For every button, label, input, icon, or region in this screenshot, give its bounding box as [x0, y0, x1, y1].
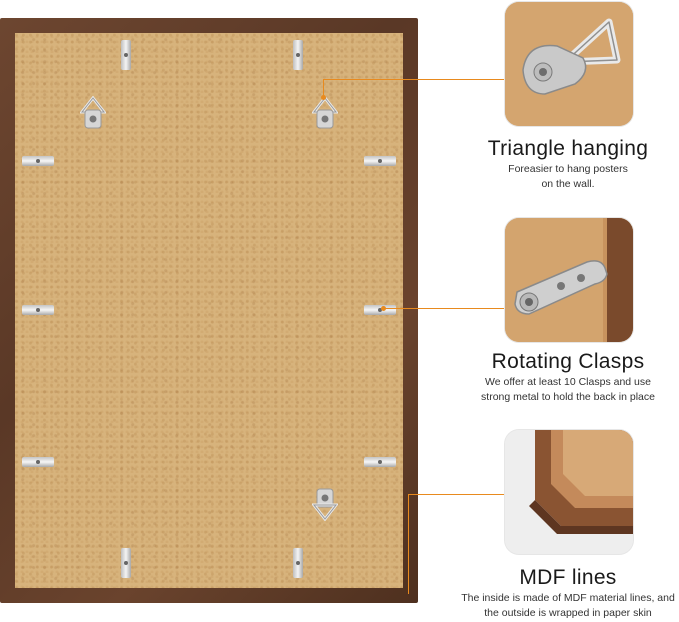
clasp-left-2 — [22, 305, 54, 315]
clasp-bottom-left — [121, 548, 131, 578]
desc-line: The inside is made of MDF material lines… — [461, 592, 675, 604]
feature-desc-triangle: Foreasier to hang posters on the wall. — [440, 162, 679, 192]
desc-line: the outside is wrapped in paper skin — [484, 607, 652, 619]
triangle-hanger-icon — [505, 2, 633, 126]
rotating-clasp-photo — [505, 218, 633, 342]
triangle-hanger-right — [312, 96, 338, 129]
feature-title-mdf: MDF lines — [519, 566, 617, 589]
callout-line-clasp-h — [384, 308, 506, 309]
triangle-hanging-photo — [505, 2, 633, 126]
clasp-right-3 — [364, 457, 396, 467]
desc-line: Foreasier to hang posters — [508, 163, 628, 175]
desc-line: on the wall. — [541, 178, 595, 190]
callout-line-mdf-v — [408, 494, 409, 594]
desc-line: strong metal to hold the back in place — [481, 391, 655, 403]
mdf-corner-icon — [505, 430, 633, 554]
clasp-right-2 — [364, 305, 396, 315]
feature-desc-mdf: The inside is made of MDF material lines… — [440, 591, 679, 621]
feature-title-clasps: Rotating Clasps — [491, 350, 645, 373]
triangle-hanger-left — [80, 96, 106, 129]
clasp-right-1 — [364, 156, 396, 166]
callout-dot-clasp — [381, 306, 386, 311]
clasp-left-3 — [22, 457, 54, 467]
backboard — [15, 33, 403, 588]
clasp-top-left — [121, 40, 131, 70]
clasp-top-right — [293, 40, 303, 70]
mdf-lines-photo — [505, 430, 633, 554]
rotating-clasp-icon — [505, 218, 633, 342]
triangle-hanger-bottom — [312, 488, 338, 521]
clasp-left-1 — [22, 156, 54, 166]
callout-line-hanger-v — [323, 79, 324, 97]
desc-line: We offer at least 10 Clasps and use — [485, 376, 651, 388]
callout-dot-hanger — [321, 95, 326, 100]
feature-desc-clasps: We offer at least 10 Clasps and use stro… — [440, 375, 679, 405]
frame-back-photo — [0, 18, 418, 603]
clasp-bottom-right — [293, 548, 303, 578]
callout-line-mdf-h — [408, 494, 506, 495]
callout-line-hanger-h — [323, 79, 506, 80]
feature-title-triangle: Triangle hanging — [487, 137, 649, 160]
